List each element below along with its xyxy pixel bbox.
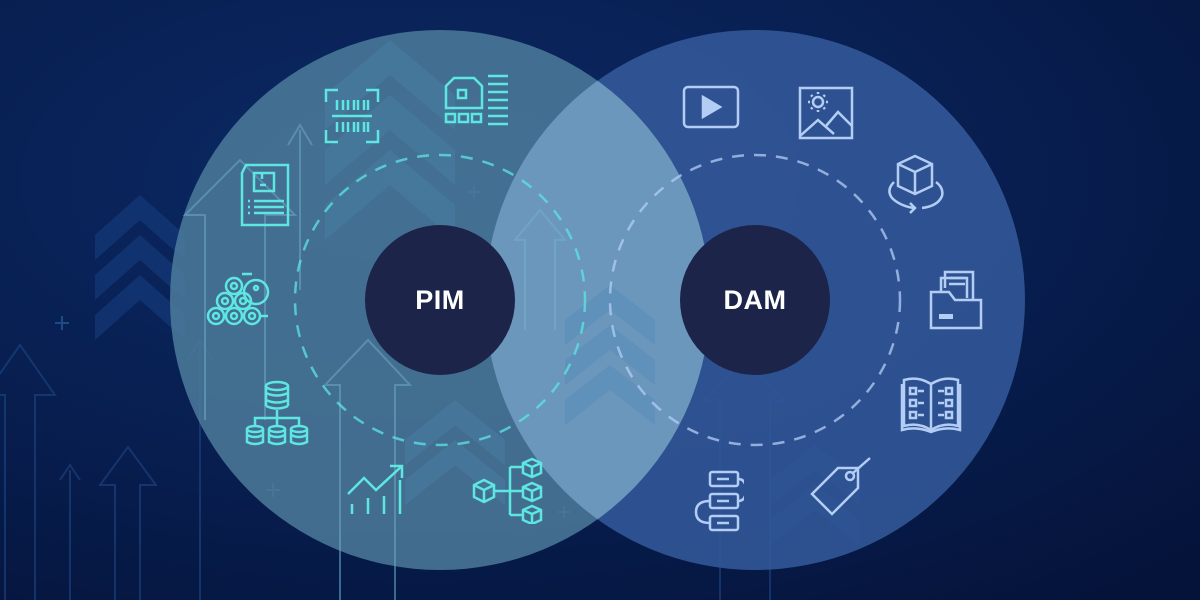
barcode-scan-icon	[324, 88, 380, 144]
workflow-flow-icon	[694, 470, 744, 532]
pim-hub: PIM	[365, 225, 515, 375]
growth-chart-icon	[347, 464, 404, 514]
dam-hub: DAM	[680, 225, 830, 375]
database-hierarchy-icon	[245, 380, 309, 446]
pim-label: PIM	[415, 284, 465, 315]
raw-materials-icon	[206, 272, 270, 326]
overlap-region	[485, 30, 710, 570]
pim-dashed-ring	[293, 153, 587, 447]
tag-label-icon	[810, 457, 871, 516]
product-variants-icon	[472, 457, 543, 524]
catalog-book-icon	[900, 377, 962, 434]
image-icon	[798, 86, 854, 140]
video-play-icon	[682, 85, 740, 129]
3d-model-rotate-icon	[888, 154, 944, 214]
document-folder-icon	[929, 270, 983, 330]
dam-label: DAM	[723, 284, 787, 315]
dam-dashed-ring	[608, 153, 902, 447]
product-spec-sheet-icon	[240, 163, 290, 227]
warehouse-inventory-icon	[444, 74, 508, 126]
